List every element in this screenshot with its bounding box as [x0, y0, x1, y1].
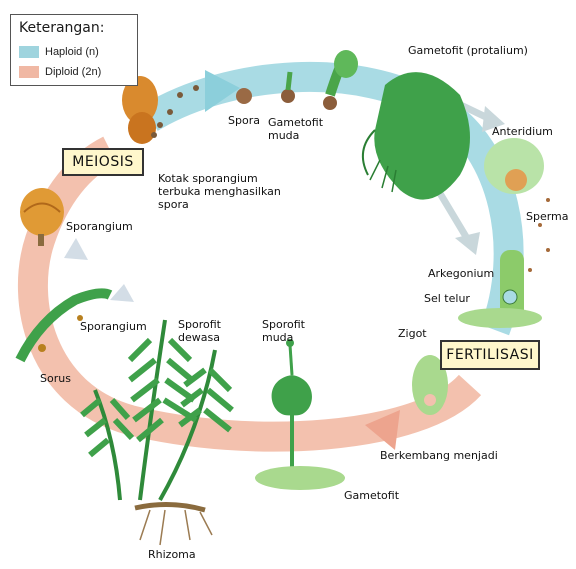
label-sorus: Sorus	[40, 372, 71, 385]
label-zygote: Zigot	[398, 327, 427, 340]
label-sporangium-top: Sporangium	[66, 220, 133, 233]
meiosis-box: MEIOSIS	[62, 148, 144, 176]
legend-title: Keterangan:	[19, 20, 104, 36]
legend-item-diploid: Diploid (2n)	[19, 65, 101, 79]
label-rhizome: Rhizoma	[148, 548, 196, 561]
arrow-to-sporangium-bottom	[110, 284, 134, 302]
fertilization-box: FERTILISASI	[440, 340, 540, 370]
label-antheridium: Anteridium	[492, 125, 553, 138]
label-egg-cell: Sel telur	[424, 292, 470, 305]
rhizome-illustration	[135, 504, 212, 545]
label-open-sporangium: Kotak sporangium terbuka menghasilkan sp…	[158, 172, 281, 211]
archegonium-illustration	[458, 250, 542, 328]
label-gametophyte: Gametofit (protalium)	[408, 44, 528, 57]
legend-label-haploid: Haploid (n)	[45, 46, 99, 58]
legend-label-diploid: Diploid (2n)	[45, 66, 101, 78]
label-sperm: Sperma	[526, 210, 569, 223]
label-young-gametophyte: Gametofit muda	[268, 116, 323, 142]
label-young-sporophyte: Sporofit muda	[262, 318, 305, 344]
label-spore: Spora	[228, 114, 260, 127]
legend: Keterangan: Haploid (n) Diploid (2n)	[10, 14, 138, 86]
legend-item-haploid: Haploid (n)	[19, 45, 99, 59]
label-develops-into: Berkembang menjadi	[380, 449, 498, 462]
label-sporangium-bottom: Sporangium	[80, 320, 147, 333]
label-mature-sporophyte: Sporofit dewasa	[178, 318, 221, 344]
arrow-to-sporangium-left	[64, 238, 88, 260]
young-sporophyte-illustration	[255, 339, 345, 490]
haploid-swatch	[19, 46, 39, 58]
label-archegonium: Arkegonium	[428, 267, 494, 280]
diploid-swatch	[19, 66, 39, 78]
arrow-to-archegonium-head	[455, 232, 480, 255]
label-gametophyte-bottom: Gametofit	[344, 489, 399, 502]
